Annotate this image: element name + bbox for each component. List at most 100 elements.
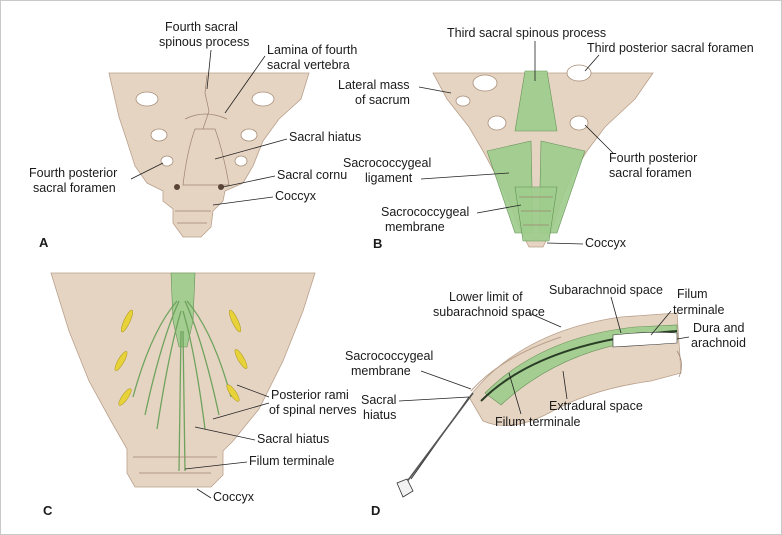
- panel-d-leader-extradural: [562, 370, 568, 400]
- panel-a-hiatus-outline: [182, 128, 230, 186]
- panel-d-label-lower-2: subarachnoid space: [433, 305, 545, 319]
- panel-d-label-filum-bottom: Filum terminale: [495, 415, 580, 429]
- panel-d-label-extradural: Extradural space: [549, 399, 643, 413]
- panel-d-label-filum-2: terminale: [673, 303, 724, 317]
- panel-c-leader-rami-b: [212, 402, 270, 420]
- panel-a-letter: A: [39, 235, 49, 250]
- panel-b-label-fourth-foramen-2: sacral foramen: [609, 166, 692, 180]
- panel-a-foramen-mid-right: [240, 128, 258, 142]
- panel-b-foramen-top-left: [472, 74, 498, 92]
- panel-d-label-dura-1: Dura and: [693, 321, 744, 335]
- panel-a-sacrum: [108, 72, 310, 238]
- panel-c-label-coccyx: Coccyx: [213, 490, 255, 504]
- panel-a-foramen-lower-right: [234, 155, 248, 167]
- panel-d-arachnoid-space: [612, 332, 678, 348]
- panel-c-label-rami-1: Posterior rami: [271, 388, 349, 402]
- panel-a-lamina-ridge: [184, 113, 228, 120]
- panel-b-label-memb-2: membrane: [385, 220, 445, 234]
- panel-d-label-lower-1: Lower limit of: [449, 290, 523, 304]
- panel-c-dural-sac: [170, 272, 196, 348]
- panel-b-leader-third-foramen: [584, 54, 600, 72]
- panel-c-leader-rami-a: [236, 384, 270, 398]
- panel-a-foramen-upper-right: [251, 91, 275, 107]
- panel-b-leader-lig: [420, 172, 510, 180]
- panel-a-coccyx-segments: [175, 210, 211, 224]
- panel-c-leader-hiatus: [194, 426, 256, 441]
- panel-c-coccyx-segments: [133, 456, 217, 474]
- panel-a-label-foramen-2: sacral foramen: [33, 181, 116, 195]
- panel-a-leader-lamina: [224, 55, 266, 114]
- panel-b-label-third-foramen: Third posterior sacral foramen: [587, 41, 754, 55]
- panel-b-leader-fourth-foramen: [584, 124, 614, 154]
- panel-d-letter: D: [371, 503, 380, 518]
- panel-d-leader-memb: [420, 370, 472, 390]
- panel-d-leader-hiatus: [398, 396, 470, 402]
- panel-b-letter: B: [373, 236, 382, 251]
- panel-b: Third sacral spinous process Third poste…: [338, 26, 754, 251]
- panel-a-foramen-lower-left: [160, 155, 174, 167]
- panel-a-label-spinous-1: Fourth sacral: [165, 20, 238, 34]
- panel-b-label-lig-1: Sacrococcygeal: [343, 156, 431, 170]
- panel-c-leader-coccyx: [196, 488, 212, 499]
- panel-d-leader-filum: [650, 310, 672, 336]
- panel-d-label-hiatus-2: hiatus: [363, 408, 396, 422]
- panel-b-membrane: [514, 186, 558, 242]
- panel-d: Lower limit of subarachnoid space Subara…: [345, 283, 746, 518]
- panel-c-label-rami-2: of spinal nerves: [269, 403, 357, 417]
- panel-b-leader-memb: [476, 204, 522, 214]
- panel-b-label-lig-2: ligament: [365, 171, 413, 185]
- panel-a-foramen-upper-left: [135, 91, 159, 107]
- panel-d-label-subarachnoid: Subarachnoid space: [549, 283, 663, 297]
- panel-b-foramen-mid-left: [487, 115, 507, 131]
- panel-c-letter: C: [43, 503, 53, 518]
- panel-d-label-dura-2: arachnoid: [691, 336, 746, 350]
- panel-c-ganglion-l3: [118, 388, 132, 406]
- panel-b-leader-lateral: [418, 86, 452, 94]
- panel-a-foramen-mid-left: [150, 128, 168, 142]
- panel-c-ganglion-r2: [234, 349, 248, 369]
- panel-c-label-filum: Filum terminale: [249, 454, 334, 468]
- panel-d-leader-subarachnoid: [610, 296, 622, 334]
- panel-d-leader-dura: [676, 336, 690, 340]
- panel-a-leader-coccyx: [212, 196, 274, 206]
- panel-b-foramen-top-right: [566, 64, 592, 82]
- panel-d-label-hiatus-1: Sacral: [361, 393, 396, 407]
- panel-a-leader-cornu: [222, 175, 276, 188]
- panel-b-leader-coccyx: [546, 242, 584, 245]
- panel-a-label-lamina-2: sacral vertebra: [267, 58, 350, 72]
- panel-c-ganglion-l2: [114, 351, 128, 371]
- panel-c-ganglion-r1: [228, 309, 242, 333]
- panel-b-label-fourth-foramen-1: Fourth posterior: [609, 151, 697, 165]
- panel-a-cornu-right: [218, 184, 224, 190]
- panel-c-nerve-roots: [132, 300, 232, 472]
- panel-a-label-lamina-1: Lamina of fourth: [267, 43, 357, 57]
- panel-a-cornu-left: [174, 184, 180, 190]
- panel-c-sacrum: [50, 272, 316, 488]
- panel-a-label-spinous-2: spinous process: [159, 35, 249, 49]
- panel-a: Fourth sacral spinous process Lamina of …: [29, 20, 361, 250]
- panel-b-label-lateral-1: Lateral mass: [338, 78, 410, 92]
- panel-a-median-crest: [202, 74, 210, 130]
- panel-d-label-memb-2: membrane: [351, 364, 411, 378]
- panel-b-foramen-mid-right: [569, 115, 589, 131]
- panel-c: Posterior rami of spinal nerves Sacral h…: [43, 272, 357, 518]
- panel-a-leader-hiatus: [214, 138, 288, 160]
- panel-d-label-memb-1: Sacrococcygeal: [345, 349, 433, 363]
- panel-a-label-hiatus: Sacral hiatus: [289, 130, 361, 144]
- panel-a-label-cornu: Sacral cornu: [277, 168, 347, 182]
- panel-c-leader-filum: [184, 461, 248, 470]
- panel-b-label-third-spinous: Third sacral spinous process: [447, 26, 606, 40]
- panel-d-needle: [402, 392, 474, 488]
- panel-a-leader-spinous: [206, 49, 212, 90]
- panel-d-label-filum-1: Filum: [677, 287, 708, 301]
- panel-c-ganglion-l1: [120, 309, 134, 333]
- panel-b-spinous-ligament: [514, 70, 558, 132]
- panel-b-label-memb-1: Sacrococcygeal: [381, 205, 469, 219]
- panel-b-membrane-fibres: [519, 196, 553, 226]
- panel-d-dorsal-soft-tissue: [470, 336, 562, 392]
- panel-b-label-lateral-2: of sacrum: [355, 93, 410, 107]
- panel-c-label-hiatus: Sacral hiatus: [257, 432, 329, 446]
- panel-a-leader-foramen: [130, 162, 164, 180]
